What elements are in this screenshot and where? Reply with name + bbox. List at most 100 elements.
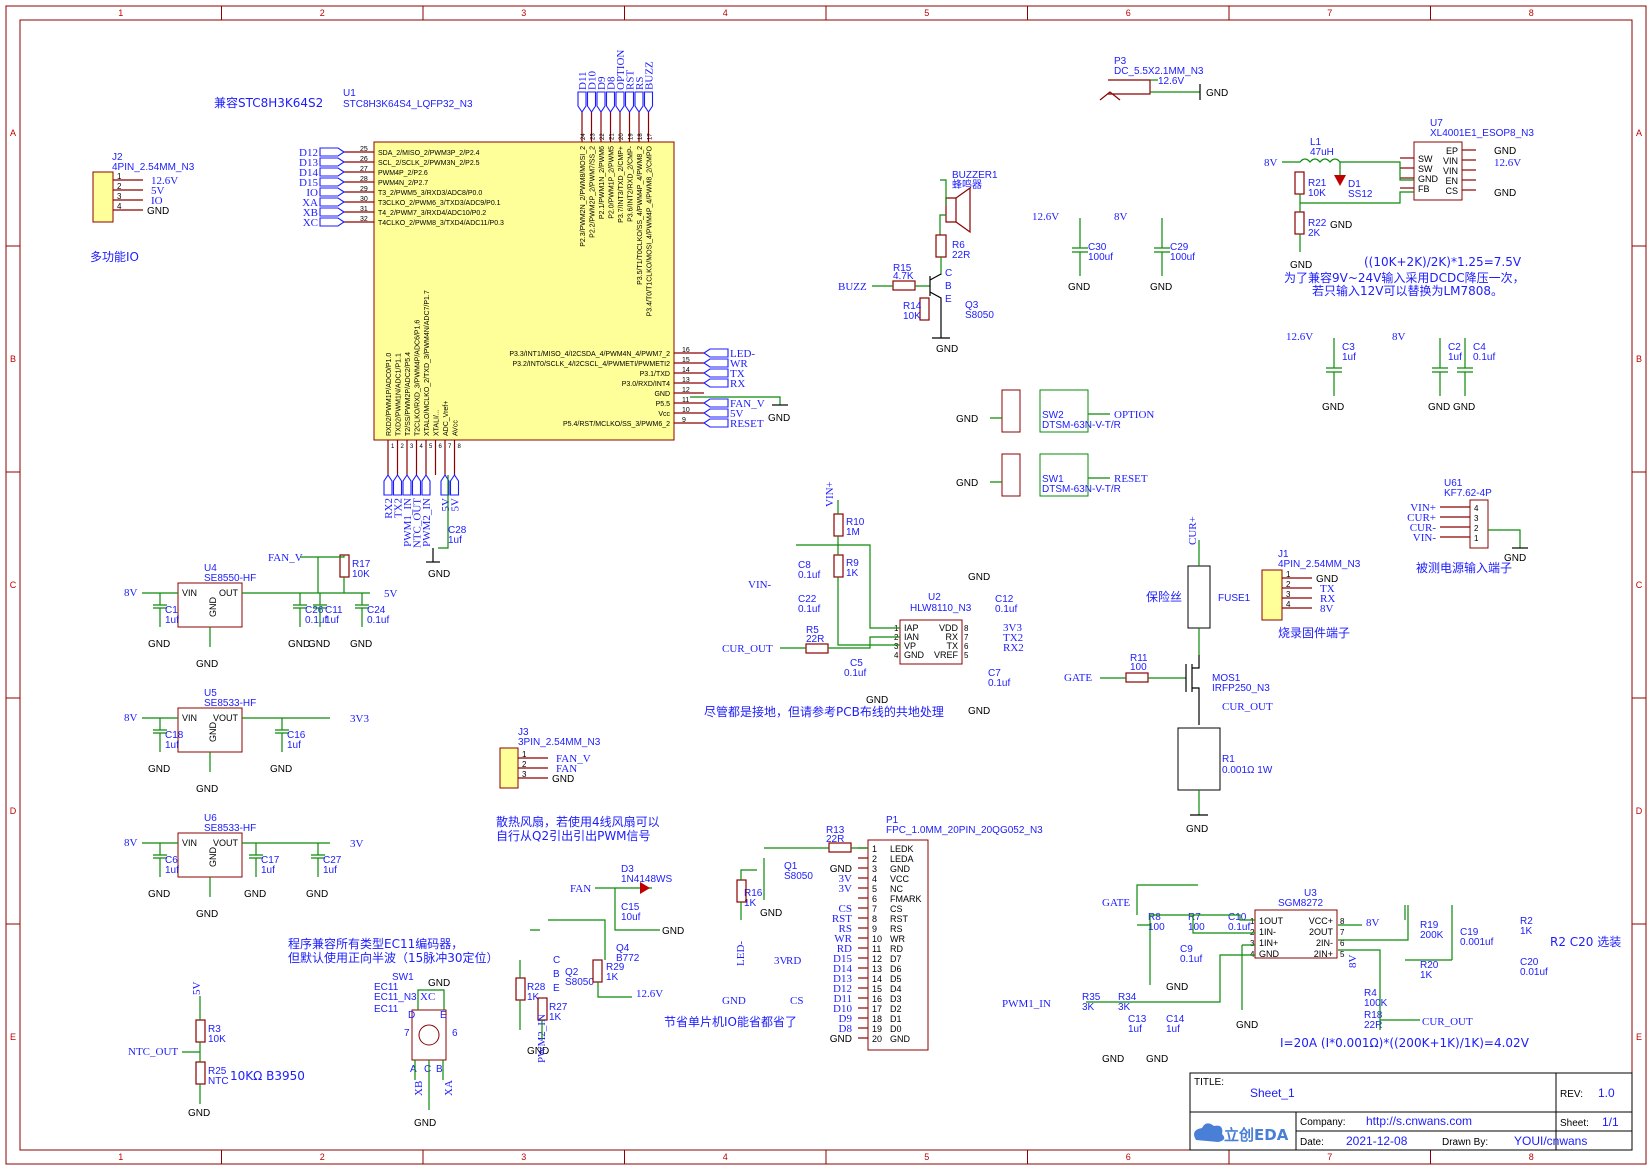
mcu-net-wr-flag xyxy=(703,358,729,368)
d3-ref: D3 xyxy=(621,864,634,875)
mcu-top-net: OPTION xyxy=(615,50,627,90)
reg-cap-ref: C26 xyxy=(305,605,324,616)
lcd-pin-number: 19 xyxy=(872,1024,882,1034)
grid-col-bottom: 4 xyxy=(723,1152,728,1162)
mcu-pin-function: Vcc xyxy=(658,411,670,418)
fan-driver: D3 1N4148WS FAN C15 10uf GND Q4 B772 C B… xyxy=(515,864,684,1063)
switch-part: DTSM-63N-V-T/R xyxy=(1042,484,1121,495)
grid-row-left: B xyxy=(10,354,16,364)
mcu-top-net: D10 xyxy=(587,71,599,90)
nc2-b: CS xyxy=(790,995,803,1007)
enc-pin-e: E xyxy=(440,1010,447,1021)
cap-val: 100uf xyxy=(1088,252,1113,263)
d3-val: 1N4148WS xyxy=(621,874,672,885)
lcd-pin-number: 12 xyxy=(872,954,882,964)
reg-ref: U4 xyxy=(204,563,217,574)
amp-part-val: 1uf xyxy=(1166,1024,1180,1035)
amp-part-val: 22R xyxy=(1364,1020,1382,1031)
reg-cap-ref: C16 xyxy=(287,730,306,741)
mcu-net-xa-flag xyxy=(319,197,345,207)
cap-ref: C29 xyxy=(1170,242,1189,253)
cap-ref: C2 xyxy=(1448,342,1461,353)
lcd-led-minus: LED- xyxy=(735,941,747,966)
reg-cap-gnd: GND xyxy=(288,639,310,650)
lcd-pin-function: FMARK xyxy=(890,894,922,904)
conn-pin-number: 1 xyxy=(1286,570,1291,579)
j3-caption1: 散热风扇，若使用4线风扇可以 xyxy=(496,814,660,829)
amp-8v-2: 8V xyxy=(1347,955,1359,969)
r10-val: 1M xyxy=(846,527,860,538)
mcu-pin-function: P3.1/TXD xyxy=(640,371,670,378)
amp-pin-num: 7 xyxy=(1340,928,1345,937)
reg-pin-in: VIN xyxy=(182,838,197,848)
mcu-bottom-net: NTC_OUT xyxy=(412,498,424,548)
amp-part-val: 0.01uf xyxy=(1520,967,1548,978)
mcu-net-d15: D15 xyxy=(299,177,318,189)
r29-ref: R29 xyxy=(606,962,625,973)
enc-xb: XB xyxy=(413,1081,425,1096)
hlw-gnd: GND xyxy=(866,695,888,706)
cap-val: 100uf xyxy=(1170,252,1195,263)
reg-pin-gnd: GND xyxy=(208,847,218,868)
mcu-pin-number: 14 xyxy=(682,367,690,374)
d1-val: SS12 xyxy=(1348,189,1373,200)
r13-val: 22R xyxy=(826,834,844,845)
conn-pin-number: 2 xyxy=(1286,580,1291,589)
reg-cap-ref: C11 xyxy=(325,605,343,616)
hlw-part: HLW8110_N3 xyxy=(910,603,972,614)
lcd-pin-number: 10 xyxy=(872,934,882,944)
r6-val: 22R xyxy=(952,250,970,261)
tb-title: Sheet_1 xyxy=(1250,1086,1295,1100)
c15-ref: C15 xyxy=(621,902,640,913)
r28-ref: R28 xyxy=(527,982,546,993)
lcd-pin-function: LEDA xyxy=(890,854,914,864)
lcd-pin-number: 3 xyxy=(872,864,877,874)
grid-col-bottom: 7 xyxy=(1327,1152,1332,1162)
grid-col-top: 7 xyxy=(1327,8,1332,18)
reg-pin-out: VOUT xyxy=(213,838,239,848)
j2-body xyxy=(92,171,114,223)
switch-gnd: GND xyxy=(956,414,978,425)
mcu-pin-function: P3.7/INT3/TXD_2/CMP+ xyxy=(618,146,625,223)
amp-part-ref: C20 xyxy=(1520,957,1539,968)
mcu-pin-function: RXD2/PWM1P/ADC0/P1.0 xyxy=(386,353,393,436)
amp-part: SGM8272 xyxy=(1278,898,1323,909)
lcd-pin-function: D7 xyxy=(890,954,902,964)
mcu-bottom-net: 5V xyxy=(440,498,452,512)
lcd-net: WR xyxy=(834,933,852,945)
mcu-pin-number: 5 xyxy=(429,444,433,450)
mcu-net-rx: RX xyxy=(730,378,745,390)
buzzer-ref: BUZZER1 xyxy=(952,170,998,181)
reg-cap xyxy=(275,718,289,752)
j3-part: 3PIN_2.54MM_N3 xyxy=(518,737,601,748)
r1-body xyxy=(1177,727,1221,791)
conn-net: TX xyxy=(1320,583,1335,595)
cap-gnd: GND xyxy=(1428,402,1450,413)
reg-cap xyxy=(293,593,307,627)
switch-ref: SW2 xyxy=(1042,410,1064,421)
lcd-pin-function: D2 xyxy=(890,1004,902,1014)
amp-part-ref: R35 xyxy=(1082,992,1101,1003)
amp-part-val: 1K xyxy=(1420,970,1433,981)
u7-dcdc: U7 XL4001E1_ESOP8_N3 SWSWGNDFBEPVINVINEN… xyxy=(1264,118,1534,298)
cap-ref: C3 xyxy=(1342,342,1355,353)
mcu-pin-function: T2CLKO/RXD_3/PWM4P/ADC6/P1.6 xyxy=(415,320,422,436)
u61-net: CUR- xyxy=(1410,522,1437,534)
mcu-bottom-net: TX2 xyxy=(393,498,405,518)
reg-pin-gnd: GND xyxy=(208,597,218,618)
mcu-pin-number: 25 xyxy=(360,146,368,153)
r22-ref: R22 xyxy=(1308,218,1327,229)
mcu-top-flag xyxy=(586,91,597,113)
mcu-pin-function: XTALO/MCLKO_2/TXD_3/PWM4N/ADC7/P1.7 xyxy=(424,290,431,436)
amp-part-val: 1uf xyxy=(1128,1024,1142,1035)
cap-gnd: GND xyxy=(1453,402,1475,413)
cap-gnd: GND xyxy=(1150,282,1172,293)
hlw-pin-left: IAN xyxy=(904,632,919,642)
enc-pin-a: A xyxy=(410,1064,417,1075)
u7-note2: 为了兼容9V~24V输入采用DCDC降压一次， xyxy=(1284,270,1525,285)
hlw-vinm-label: VIN- xyxy=(748,579,772,591)
enc-pin-6: 6 xyxy=(452,1028,458,1039)
grid-col-top: 4 xyxy=(723,8,728,18)
